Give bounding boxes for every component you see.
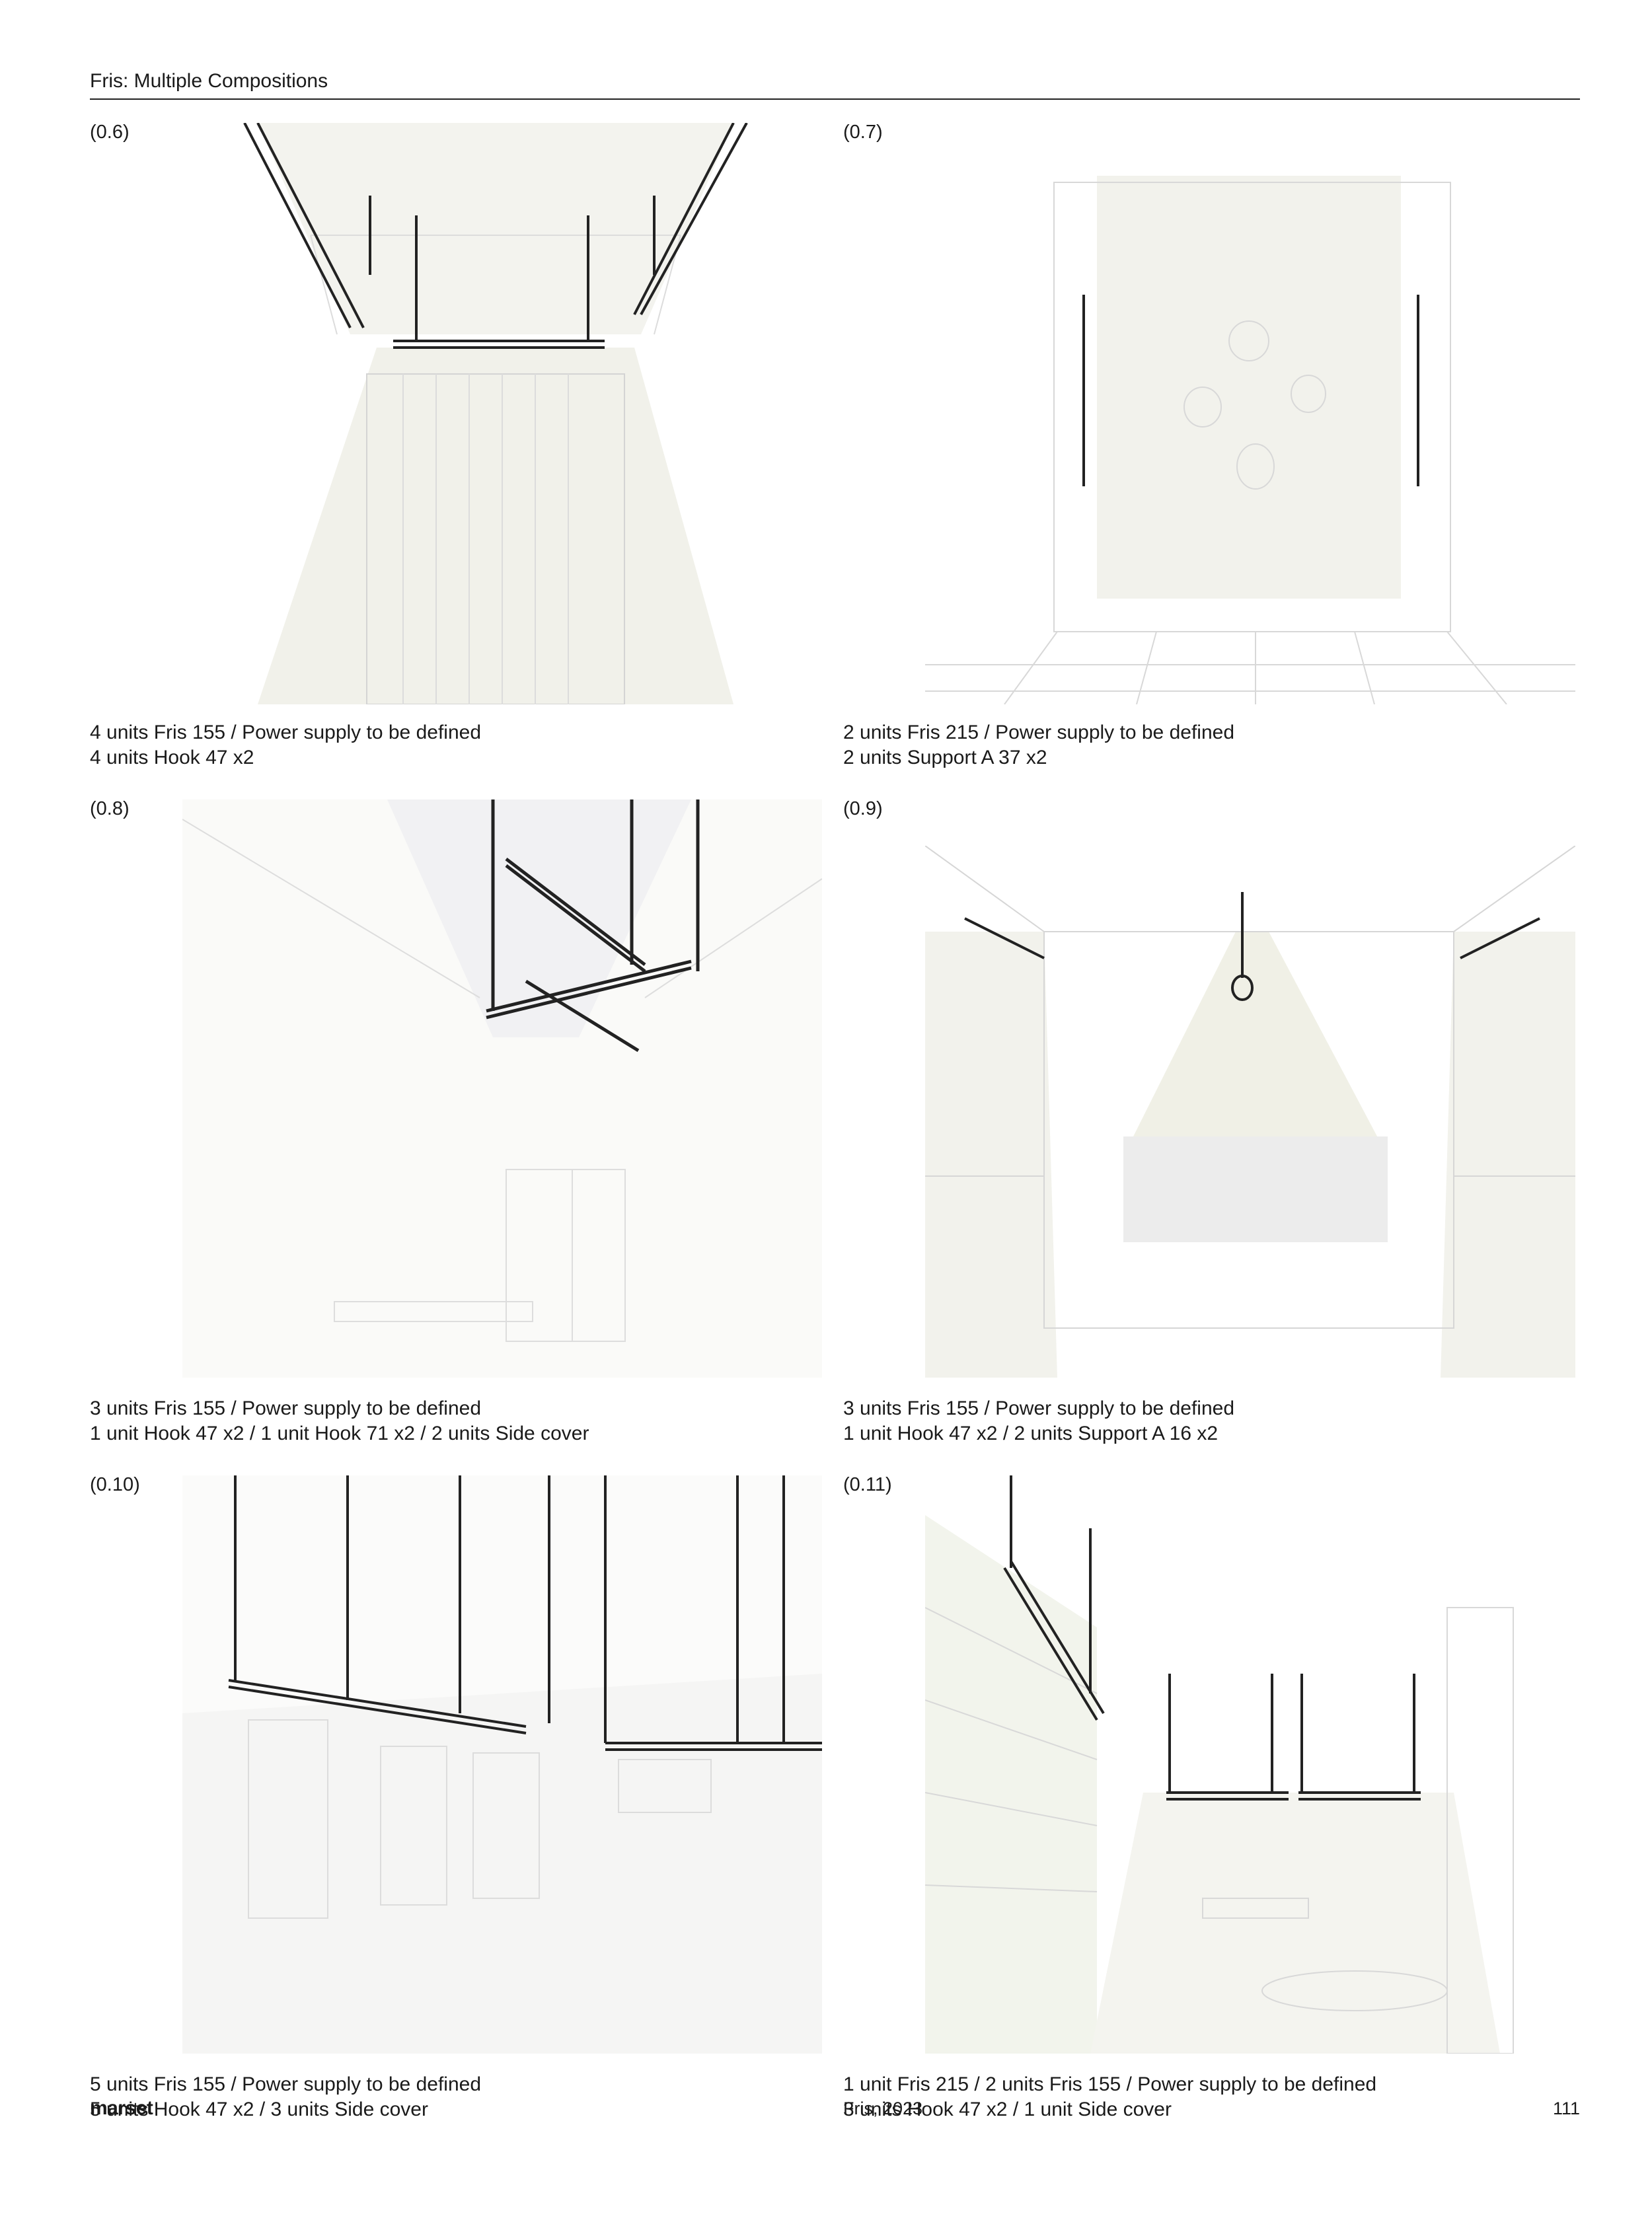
caption-line-2: 2 units Support A 37 x2 <box>843 747 1047 768</box>
illustration-0-11 <box>925 1475 1575 2054</box>
caption-line-1: 5 units Fris 155 / Power supply to be de… <box>90 2073 482 2095</box>
caption-0-6: 4 units Fris 155 / Power supply to be de… <box>90 720 481 770</box>
composition-id-0-9: (0.9) <box>843 798 883 819</box>
illustration-0-6 <box>231 123 760 704</box>
illustration-0-7 <box>925 176 1575 704</box>
caption-line-1: 3 units Fris 155 / Power supply to be de… <box>843 1397 1235 1419</box>
publication-label: Fris, 2023 <box>843 2099 923 2118</box>
page-number: 111 <box>1552 2099 1580 2118</box>
caption-line-1: 4 units Fris 155 / Power supply to be de… <box>90 722 482 743</box>
illustration-0-9 <box>925 846 1575 1378</box>
illustration-0-10 <box>182 1475 822 2054</box>
composition-id-0-10: (0.10) <box>90 1474 140 1495</box>
caption-line-1: 2 units Fris 215 / Power supply to be de… <box>843 722 1235 743</box>
header-divider <box>90 98 1580 100</box>
caption-line-1: 3 units Fris 155 / Power supply to be de… <box>90 1397 482 1419</box>
caption-0-9: 3 units Fris 155 / Power supply to be de… <box>843 1396 1234 1446</box>
caption-0-7: 2 units Fris 215 / Power supply to be de… <box>843 720 1234 770</box>
composition-id-0-6: (0.6) <box>90 122 130 143</box>
illustration-0-8 <box>182 799 822 1378</box>
caption-0-11: 1 unit Fris 215 / 2 units Fris 155 / Pow… <box>843 2072 1376 2122</box>
caption-0-10: 5 units Fris 155 / Power supply to be de… <box>90 2072 481 2122</box>
composition-id-0-8: (0.8) <box>90 798 130 819</box>
composition-id-0-7: (0.7) <box>843 122 883 143</box>
caption-line-2: 4 units Hook 47 x2 <box>90 747 254 768</box>
caption-line-2: 1 unit Hook 47 x2 / 1 unit Hook 71 x2 / … <box>90 1423 589 1444</box>
composition-id-0-11: (0.11) <box>843 1474 892 1495</box>
caption-line-2: 1 unit Hook 47 x2 / 2 units Support A 16… <box>843 1423 1219 1444</box>
brand-logo: marset <box>90 2097 153 2119</box>
caption-line-1: 1 unit Fris 215 / 2 units Fris 155 / Pow… <box>843 2073 1377 2095</box>
caption-line-2: 3 units Hook 47 x2 / 1 unit Side cover <box>843 2099 1172 2120</box>
caption-0-8: 3 units Fris 155 / Power supply to be de… <box>90 1396 589 1446</box>
caption-line-2: 5 units Hook 47 x2 / 3 units Side cover <box>90 2099 428 2120</box>
page-title: Fris: Multiple Compositions <box>90 70 328 92</box>
